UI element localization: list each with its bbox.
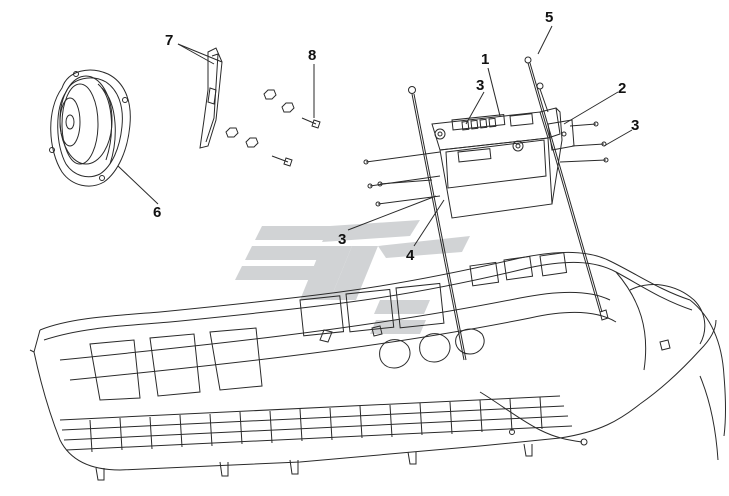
antenna-part — [408, 56, 603, 361]
callout-label-1: 1 — [481, 51, 490, 68]
watermark-logo — [235, 220, 470, 334]
callout-label-6: 6 — [153, 204, 162, 221]
callout-label-8: 8 — [308, 47, 317, 64]
callout-label-7: 7 — [165, 32, 174, 49]
fasteners-group — [225, 89, 321, 167]
radio-unit-part — [431, 107, 563, 219]
callout-label-2: 2 — [618, 80, 627, 97]
callout-label-3-right: 3 — [631, 117, 640, 134]
callout-label-4: 4 — [406, 247, 415, 264]
radio-screws — [363, 121, 609, 207]
leader-lines — [117, 25, 633, 247]
callout-label-5: 5 — [545, 9, 554, 26]
callout-label-3-left: 3 — [338, 231, 347, 248]
dashboard-body — [29, 251, 726, 481]
speaker-part — [49, 69, 131, 187]
callout-label-3-top: 3 — [476, 77, 485, 94]
bracket-part — [199, 47, 223, 149]
